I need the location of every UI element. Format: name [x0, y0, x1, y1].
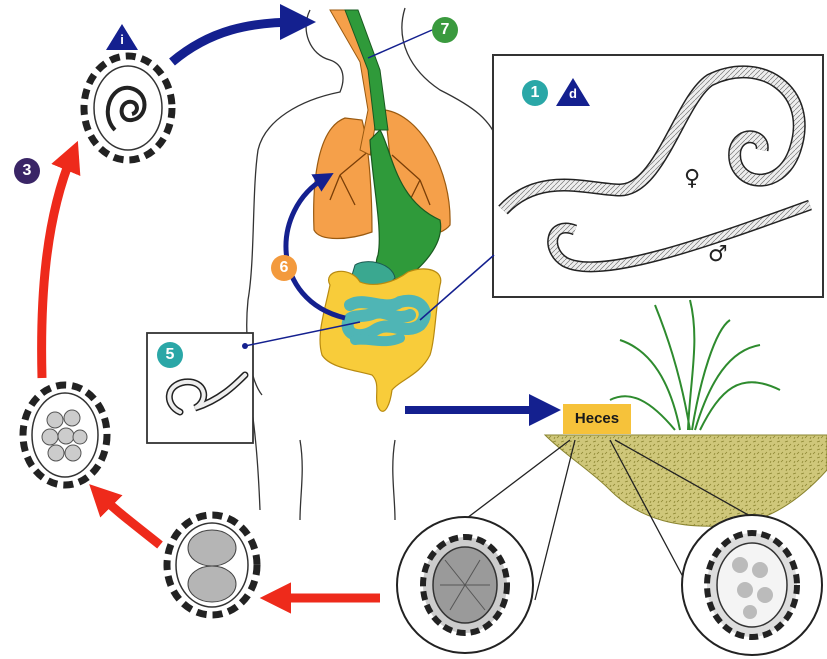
larvated-egg — [84, 56, 172, 160]
unembryonated-egg-magnified — [397, 517, 533, 653]
leader-line-7 — [368, 30, 432, 58]
heces-label: Heces — [563, 404, 631, 434]
ingestion-arrow — [172, 22, 298, 62]
stage-6-badge: 6 — [271, 255, 297, 281]
female-symbol: ♀ — [684, 166, 700, 191]
embryonated-egg-magnified — [682, 515, 822, 655]
stage-3-badge: 3 — [14, 158, 40, 184]
stage-1-badge: 1 — [522, 80, 548, 106]
adult-worms-panel — [420, 55, 823, 320]
egg-development-arrow-3 — [42, 155, 72, 378]
stage-5-badge: 5 — [157, 342, 183, 368]
two-cell-egg — [167, 515, 257, 615]
stage-d-label: d — [566, 86, 580, 101]
stage-7-badge: 7 — [432, 17, 458, 43]
stage-i-label: i — [116, 32, 128, 47]
multicell-egg — [23, 385, 107, 485]
male-symbol: ♂ — [708, 242, 728, 267]
grass — [610, 300, 780, 430]
egg-development-arrow-2 — [100, 495, 160, 545]
